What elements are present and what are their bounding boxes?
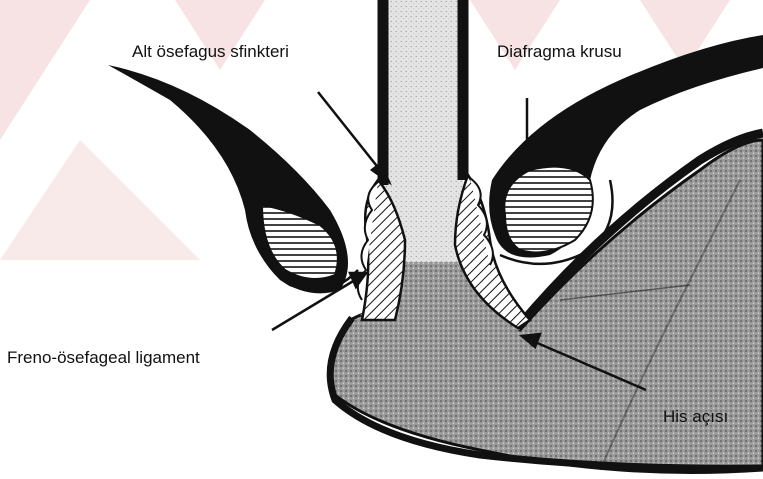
les-label: Alt ösefagus sfinkteri <box>132 42 289 61</box>
les-arrow <box>318 92 384 175</box>
crus-label: Diafragma krusu <box>497 42 622 61</box>
ligament-label: Freno-ösefageal ligament <box>7 348 200 367</box>
his-label: His açısı <box>663 407 728 426</box>
